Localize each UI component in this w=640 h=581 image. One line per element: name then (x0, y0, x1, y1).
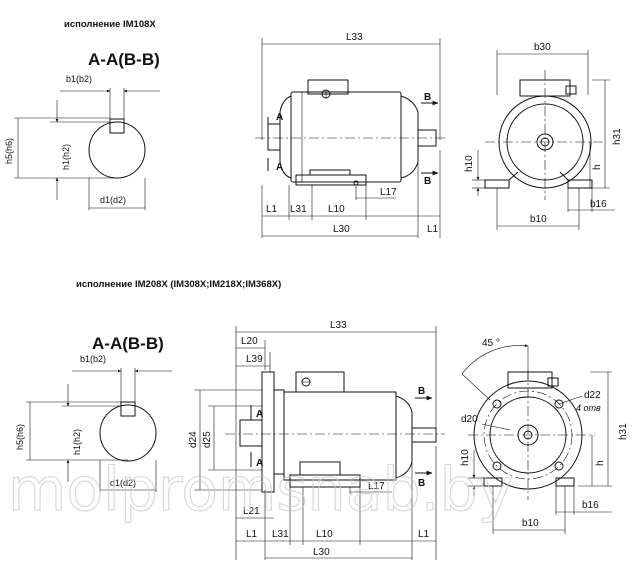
top-motor-body (290, 91, 402, 183)
bottom-shaft-section: A-A(B-B) b1(b2) h1(h2) h5(h6) d1(d2) (15, 334, 172, 492)
bottom-label-d24: d24 (188, 431, 199, 448)
top-label-l31: L31 (290, 204, 307, 215)
bottom-label-d1: d1(d2) (110, 478, 136, 488)
top-shaft-left (267, 123, 281, 151)
top-mark-a1: A (276, 112, 283, 123)
top-label-h: h (592, 164, 603, 170)
bottom-flange-hole-4 (554, 461, 564, 471)
top-shaft-section: A-A(B-B) b1(b2) h1(h2) h5(h6) d1(d2) (4, 50, 160, 210)
top-label-b16: b16 (590, 199, 607, 210)
bottom-mark-a2: A (256, 458, 263, 469)
top-label-h31: h31 (612, 128, 623, 145)
top-front-foot-left (484, 179, 510, 189)
top-label-l1-right: L1 (427, 224, 439, 235)
header-bottom-version: исполнение IM208X (IM308X;IM218X;IM368X) (76, 279, 281, 290)
bottom-label-d22: d22 (584, 390, 601, 401)
top-front-foot-right (567, 179, 593, 189)
bottom-flange-hole-3 (492, 461, 502, 471)
header-top-version: исполнение IM108X (64, 19, 156, 30)
bottom-label-l20: L20 (241, 336, 258, 347)
bottom-label-h5: h5(h6) (15, 424, 25, 450)
top-label-h1: h1(h2) (61, 144, 71, 170)
bottom-shaft-left (239, 419, 263, 447)
bottom-label-h10: h10 (460, 449, 471, 466)
top-label-l10: L10 (328, 204, 345, 215)
bottom-side-view: L33 L20 L39 d24 d25 (188, 320, 445, 560)
bottom-label-l1-right: L1 (418, 529, 430, 540)
bottom-label-b10: b10 (522, 518, 539, 529)
bottom-label-h: h (595, 460, 606, 466)
bottom-section-title: A-A(B-B) (92, 334, 164, 353)
bottom-shaft-right (411, 427, 437, 443)
bottom-flange-hole-1 (492, 399, 502, 409)
top-mark-b2: B (424, 176, 431, 187)
top-side-view: L33 A A B B (255, 32, 448, 238)
top-label-b30: b30 (534, 42, 551, 53)
bottom-label-b1: b1(b2) (80, 354, 106, 364)
bottom-flange-hole-2 (554, 399, 564, 409)
bottom-label-angle: 45 ° (482, 338, 500, 349)
top-label-d1: d1(d2) (100, 195, 126, 205)
bottom-label-l1-left: L1 (246, 529, 258, 540)
bottom-mark-b1: B (418, 386, 425, 397)
top-label-l1-left: L1 (266, 204, 278, 215)
bottom-front-view: 45 ° d22 4 отв d20 h31 h (460, 338, 629, 534)
bottom-key (120, 401, 136, 417)
top-label-l30: L30 (333, 224, 350, 235)
bottom-terminal-box (295, 371, 345, 393)
top-mark-b1: B (424, 92, 431, 103)
top-front-view: b30 h31 h h10 b10 b1 (464, 42, 623, 230)
bottom-label-d20: d20 (461, 414, 478, 425)
top-label-b1: b1(b2) (66, 74, 92, 84)
watermark-text: molpromsnab.by (8, 455, 513, 525)
top-feet (295, 174, 367, 186)
bottom-label-l33: L33 (330, 320, 347, 331)
bottom-label-l30: L30 (313, 547, 330, 558)
bottom-label-h31: h31 (618, 423, 629, 440)
top-label-h5: h5(h6) (4, 138, 14, 164)
bottom-mark-b2: B (418, 478, 425, 489)
bottom-label-l10: L10 (316, 529, 333, 540)
bottom-label-d25: d25 (202, 431, 213, 448)
top-mark-a2: A (276, 162, 283, 173)
top-key (109, 118, 125, 134)
bottom-label-h1: h1(h2) (72, 429, 82, 455)
top-section-title: A-A(B-B) (88, 50, 160, 69)
bottom-front-terminal-box (507, 371, 553, 389)
top-label-h10: h10 (464, 155, 475, 172)
bottom-label-l39: L39 (246, 354, 263, 365)
top-label-l17: L17 (380, 187, 397, 198)
bottom-label-b16: b16 (582, 500, 599, 511)
bottom-mark-a1: A (256, 409, 263, 420)
bottom-label-l21: L21 (243, 506, 260, 517)
top-label-b10: b10 (530, 214, 547, 225)
bottom-shaft-circle (99, 404, 157, 462)
bottom-label-l17: L17 (368, 481, 385, 492)
bottom-label-l31: L31 (272, 529, 289, 540)
bottom-label-holes: 4 отв (576, 403, 601, 413)
top-shaft-circle (88, 121, 146, 179)
top-label-l33: L33 (346, 32, 363, 43)
